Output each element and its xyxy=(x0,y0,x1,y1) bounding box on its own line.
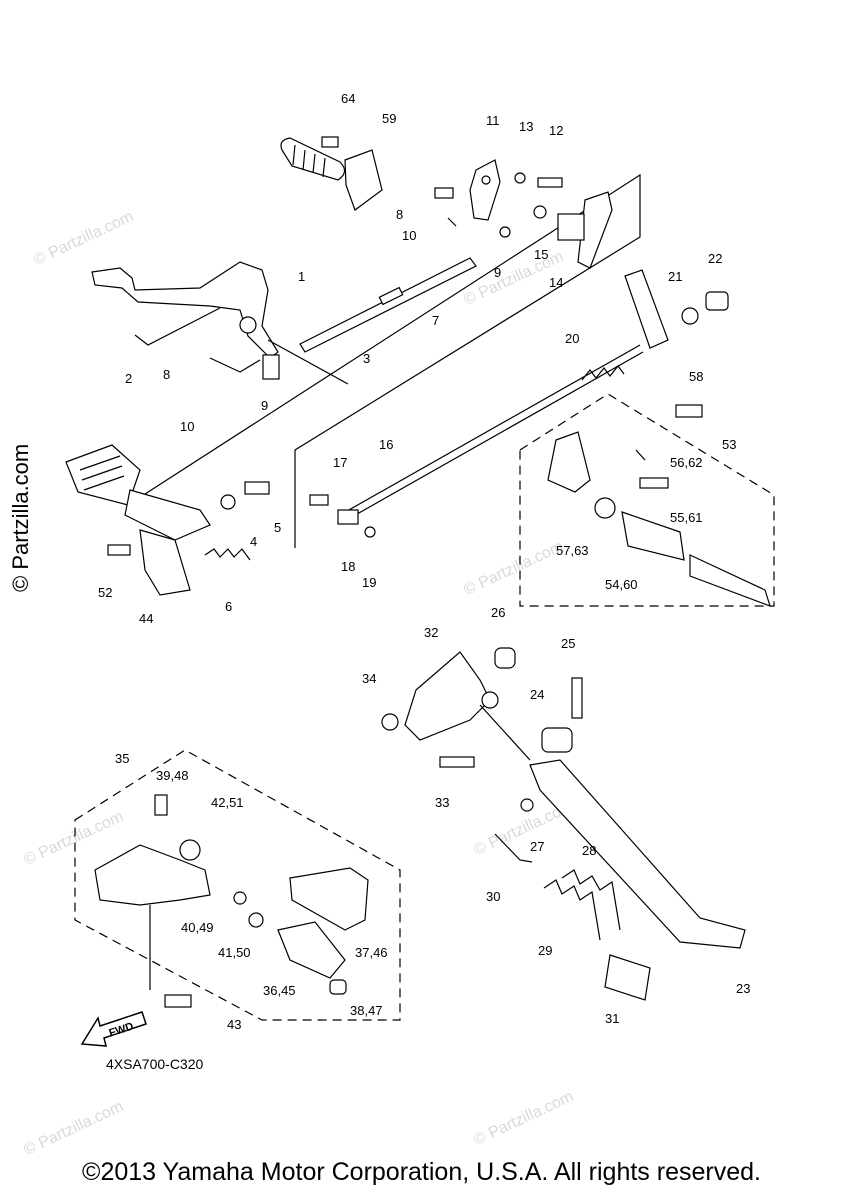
callout-8: 8 xyxy=(396,207,404,222)
callout-14: 14 xyxy=(549,275,564,290)
passenger-peg-part xyxy=(280,136,383,211)
callout-7: 7 xyxy=(432,313,440,328)
washer-part xyxy=(514,172,526,184)
sidestand-bracket-part xyxy=(381,647,583,768)
spring-part xyxy=(543,879,601,941)
callout-53: 53 xyxy=(722,437,737,452)
assembly-35-box xyxy=(74,749,401,1021)
callout-5: 5 xyxy=(274,520,282,535)
callout-58: 58 xyxy=(689,369,704,384)
cotter-pin-part xyxy=(447,217,457,227)
spring-part xyxy=(561,869,621,931)
pin-part xyxy=(309,494,329,506)
callout-38-47: 38,47 xyxy=(350,1003,383,1018)
washer-part xyxy=(364,526,376,538)
callout-1: 1 xyxy=(298,269,306,284)
callout-29: 29 xyxy=(538,943,553,958)
callout-54-60: 54,60 xyxy=(605,577,638,592)
callout-42-51: 42,51 xyxy=(211,795,244,810)
callout-13: 13 xyxy=(519,119,534,134)
sidestand-part xyxy=(520,759,746,949)
callout-44: 44 xyxy=(139,611,154,626)
callout-35: 35 xyxy=(115,751,130,766)
callout-32: 32 xyxy=(424,625,439,640)
callout-8: 8 xyxy=(163,367,171,382)
callout-55-61: 55,61 xyxy=(670,510,703,525)
callout-39-48: 39,48 xyxy=(156,768,189,783)
callout-10: 10 xyxy=(180,419,195,434)
callout-26: 26 xyxy=(491,605,506,620)
callout-28: 28 xyxy=(582,843,597,858)
passenger-footrest-part xyxy=(547,404,771,607)
callout-18: 18 xyxy=(341,559,356,574)
callout-24: 24 xyxy=(530,687,545,702)
assembly-53-box xyxy=(519,393,775,607)
callout-20: 20 xyxy=(565,331,580,346)
washer-part xyxy=(499,226,511,238)
callout-30: 30 xyxy=(486,889,501,904)
rear-set-frame xyxy=(127,173,641,548)
brake-rod-part xyxy=(299,257,477,353)
pin-part xyxy=(434,187,454,199)
lower-footrest-part xyxy=(94,794,369,1008)
callout-27: 27 xyxy=(530,839,545,854)
callout-59: 59 xyxy=(382,111,397,126)
spring-part xyxy=(581,365,625,381)
callout-41-50: 41,50 xyxy=(218,945,251,960)
callout-2: 2 xyxy=(125,371,133,386)
callout-43: 43 xyxy=(227,1017,242,1032)
sensor-part xyxy=(494,833,533,863)
callout-23: 23 xyxy=(736,981,751,996)
brake-pedal-part xyxy=(91,261,280,380)
callout-6: 6 xyxy=(225,599,233,614)
callout-40-49: 40,49 xyxy=(181,920,214,935)
callout-25: 25 xyxy=(561,636,576,651)
fwd-arrow-icon: FWD xyxy=(78,1010,148,1057)
callout-57-63: 57,63 xyxy=(556,543,589,558)
callout-56-62: 56,62 xyxy=(670,455,703,470)
callout-3: 3 xyxy=(363,351,371,366)
callout-11: 11 xyxy=(486,113,500,128)
callout-52: 52 xyxy=(98,585,113,600)
callout-64: 64 xyxy=(341,91,356,106)
callout-36-45: 36,45 xyxy=(263,983,296,998)
callout-19: 19 xyxy=(362,575,377,590)
callout-37-46: 37,46 xyxy=(355,945,388,960)
callout-17: 17 xyxy=(333,455,348,470)
shift-arm-part xyxy=(469,159,729,349)
callout-9: 9 xyxy=(261,398,269,413)
callout-22: 22 xyxy=(708,251,723,266)
callout-31: 31 xyxy=(605,1011,620,1026)
clevis-part xyxy=(337,509,359,525)
footrest-part xyxy=(65,444,270,596)
callout-10: 10 xyxy=(402,228,417,243)
callout-21: 21 xyxy=(668,269,683,284)
callout-4: 4 xyxy=(250,534,258,549)
copyright: ©2013 Yamaha Motor Corporation, U.S.A. A… xyxy=(82,1158,761,1186)
callout-12: 12 xyxy=(549,123,564,138)
diagram-code: 4XSA700-C320 xyxy=(106,1056,204,1072)
shift-rod-part xyxy=(339,344,641,516)
callout-34: 34 xyxy=(362,671,377,686)
callout-9: 9 xyxy=(494,265,502,280)
callout-15: 15 xyxy=(534,247,549,262)
circlip-part xyxy=(533,205,547,219)
callout-16: 16 xyxy=(379,437,394,452)
bolt-part xyxy=(537,177,563,188)
side-watermark: © Partzilla.com xyxy=(8,443,33,592)
callout-33: 33 xyxy=(435,795,450,810)
rubber-part xyxy=(604,954,651,1001)
